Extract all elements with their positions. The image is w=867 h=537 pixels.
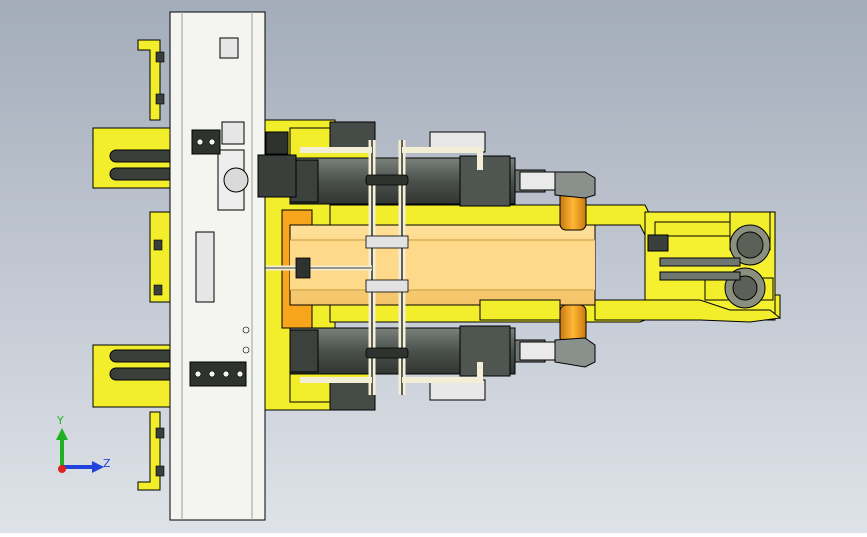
mounting-plate [169, 11, 266, 521]
left-bracket-bolts [153, 51, 165, 477]
boom-body [281, 209, 596, 329]
pivot-pins [559, 189, 587, 344]
plate-bolts [194, 138, 250, 378]
valve-assembly [189, 37, 297, 387]
gear-assembly [647, 211, 774, 309]
tube-clamps [295, 174, 409, 359]
triad-y-label: Y [57, 414, 64, 427]
triad-z-label: Z [103, 457, 111, 470]
lower-arm [479, 299, 782, 323]
coordinate-triad [56, 428, 104, 473]
